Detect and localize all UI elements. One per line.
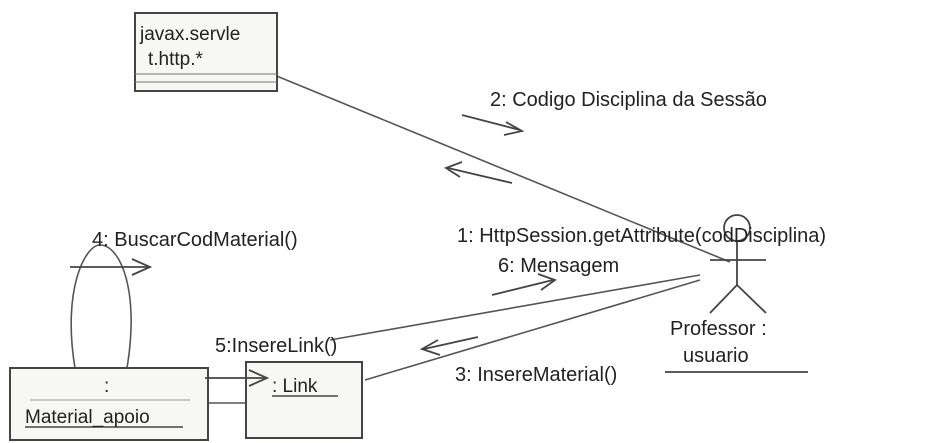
arrow-msg-6 <box>491 273 557 296</box>
link-name: : Link <box>272 376 318 397</box>
servlet-name-line1: javax.servle <box>139 24 240 45</box>
message-label-2: 2: Codigo Disciplina da Sessão <box>490 89 767 111</box>
message-label-1: 1: HttpSession.getAttribute(codDisciplin… <box>457 225 826 247</box>
arrow-msg-3 <box>419 336 479 356</box>
servlet-name-line2: t.http.* <box>148 49 204 70</box>
arrow-msg-2 <box>461 114 525 136</box>
message-label-6: 6: Mensagem <box>498 255 619 277</box>
link-servlet-actor <box>261 69 731 263</box>
material-colon: : <box>104 376 109 397</box>
message-label-4: 4: BuscarCodMaterial() <box>92 229 298 251</box>
self-loop-material <box>70 244 132 369</box>
object-servlet: javax.servle t.http.* <box>134 12 278 92</box>
arrow-msg-4 <box>70 258 153 276</box>
actor-professor: Professor : usuario <box>665 214 808 373</box>
message-label-5: 5:InsereLink() <box>215 335 337 357</box>
material-name: Material_apoio <box>25 407 150 428</box>
actor-label-line1: Professor : <box>670 318 767 340</box>
object-link: : Link <box>245 361 363 439</box>
actor-label-line2: usuario <box>683 345 749 367</box>
arrow-msg-5 <box>205 369 270 387</box>
message-label-3: 3: InsereMaterial() <box>455 364 617 386</box>
link-actor-link-lower <box>364 279 701 381</box>
arrow-msg-1 <box>444 161 513 184</box>
object-material-apoio: : Material_apoio <box>9 367 209 441</box>
link-actor-link <box>329 274 701 341</box>
